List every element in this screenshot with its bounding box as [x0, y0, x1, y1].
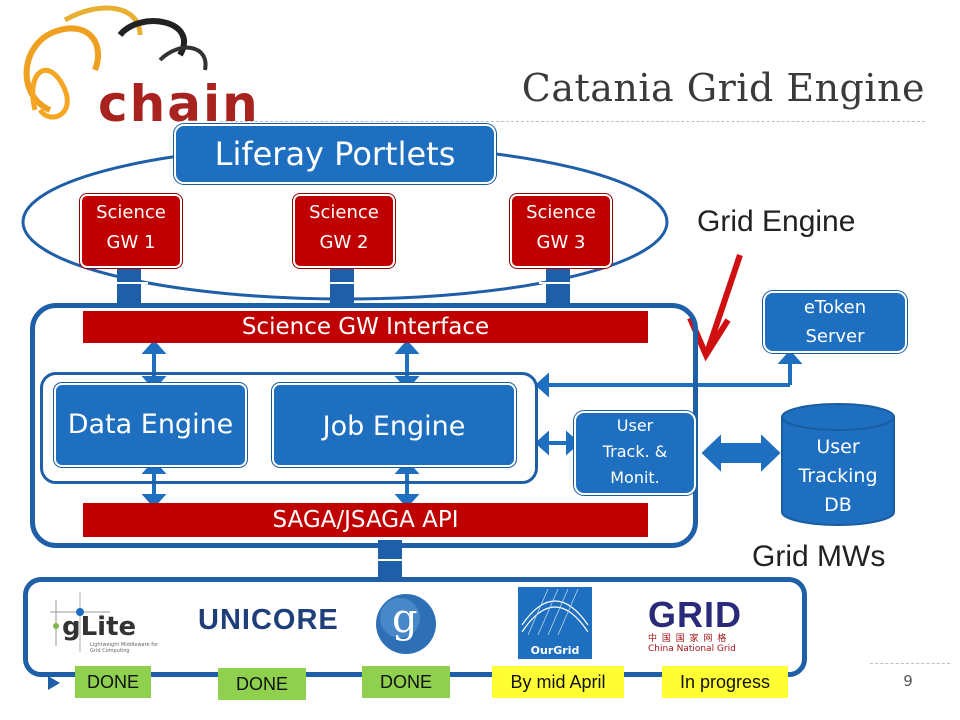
engines-frame — [40, 372, 538, 484]
saga-api-bar: SAGA/JSAGA API — [83, 503, 648, 537]
cngrid-chinese: 中 国 国 家 网 格 — [648, 634, 728, 644]
globus-letter: g — [392, 596, 418, 642]
ourgrid-logo: OurGrid — [518, 587, 592, 659]
science-gw-1-line1: Science — [96, 202, 166, 223]
science-gw-3-line1: Science — [526, 202, 596, 223]
user-db-line3: DB — [824, 494, 852, 516]
glite-icon — [50, 592, 110, 652]
page-number: 9 — [903, 672, 913, 690]
glite-tagline: Lightweight Middleware for Grid Computin… — [90, 642, 159, 654]
etoken-line1: eToken — [803, 297, 867, 318]
user-db-line2: Tracking — [798, 465, 878, 487]
data-engine-box: Data Engine — [54, 383, 247, 467]
unicore-logo: UNICORE — [198, 604, 339, 636]
etoken-server-box: eToken Server — [763, 291, 907, 353]
cngrid-name: GRID — [648, 594, 742, 635]
science-gw-3: Science GW 3 — [510, 194, 612, 268]
status-ourgrid: By mid April — [492, 666, 624, 698]
science-gw-2-line2: GW 2 — [319, 232, 369, 253]
status-glite: DONE — [75, 666, 151, 698]
chain-logo — [23, 5, 208, 120]
engine-arrows — [141, 339, 803, 509]
user-db-label: User Tracking DB — [780, 433, 896, 520]
science-gw-interface: Science GW Interface — [83, 311, 648, 343]
glite-name: gLite — [62, 612, 137, 642]
user-tracking-db-cylinder — [781, 403, 895, 526]
status-unicore: DONE — [218, 668, 306, 700]
science-gw-2-line1: Science — [309, 202, 379, 223]
ourgrid-name: OurGrid — [530, 644, 580, 657]
globus-logo-icon — [376, 594, 436, 654]
grid-mws-label: Grid MWs — [752, 540, 886, 573]
bullet-triangle-icon — [48, 676, 60, 690]
science-gw-3-line2: GW 3 — [536, 232, 586, 253]
science-gw-2: Science GW 2 — [293, 194, 395, 268]
page-title: Catania Grid Engine — [521, 66, 925, 110]
cngrid-english: China National Grid — [648, 644, 736, 654]
user-track-line3: Monit. — [610, 468, 660, 487]
user-track-line1: User — [616, 416, 654, 435]
science-gw-1-line2: GW 1 — [106, 232, 156, 253]
etoken-line2: Server — [805, 326, 865, 347]
logo-text: chain — [98, 75, 260, 133]
cngrid-logo: GRID 中 国 国 家 网 格 China National Grid — [648, 594, 768, 655]
status-globus: DONE — [362, 666, 450, 698]
user-track-line2: Track. & — [602, 442, 668, 461]
ourgrid-mesh-icon — [521, 588, 589, 636]
db-arrow — [698, 429, 784, 477]
science-gw-1: Science GW 1 — [80, 194, 182, 268]
glite-logo: gLite Lightweight Middleware for Grid Co… — [50, 592, 162, 654]
user-track-box: User Track. & Monit. — [574, 411, 696, 495]
liferay-portlets-box: Liferay Portlets — [174, 124, 496, 184]
job-engine-box: Job Engine — [272, 383, 516, 467]
user-db-line1: User — [816, 436, 860, 458]
gw-connectors — [117, 262, 570, 308]
status-cngrid: In progress — [662, 666, 788, 698]
grid-engine-label: Grid Engine — [697, 205, 856, 238]
title-divider — [220, 121, 925, 122]
footer-divider — [870, 663, 950, 664]
